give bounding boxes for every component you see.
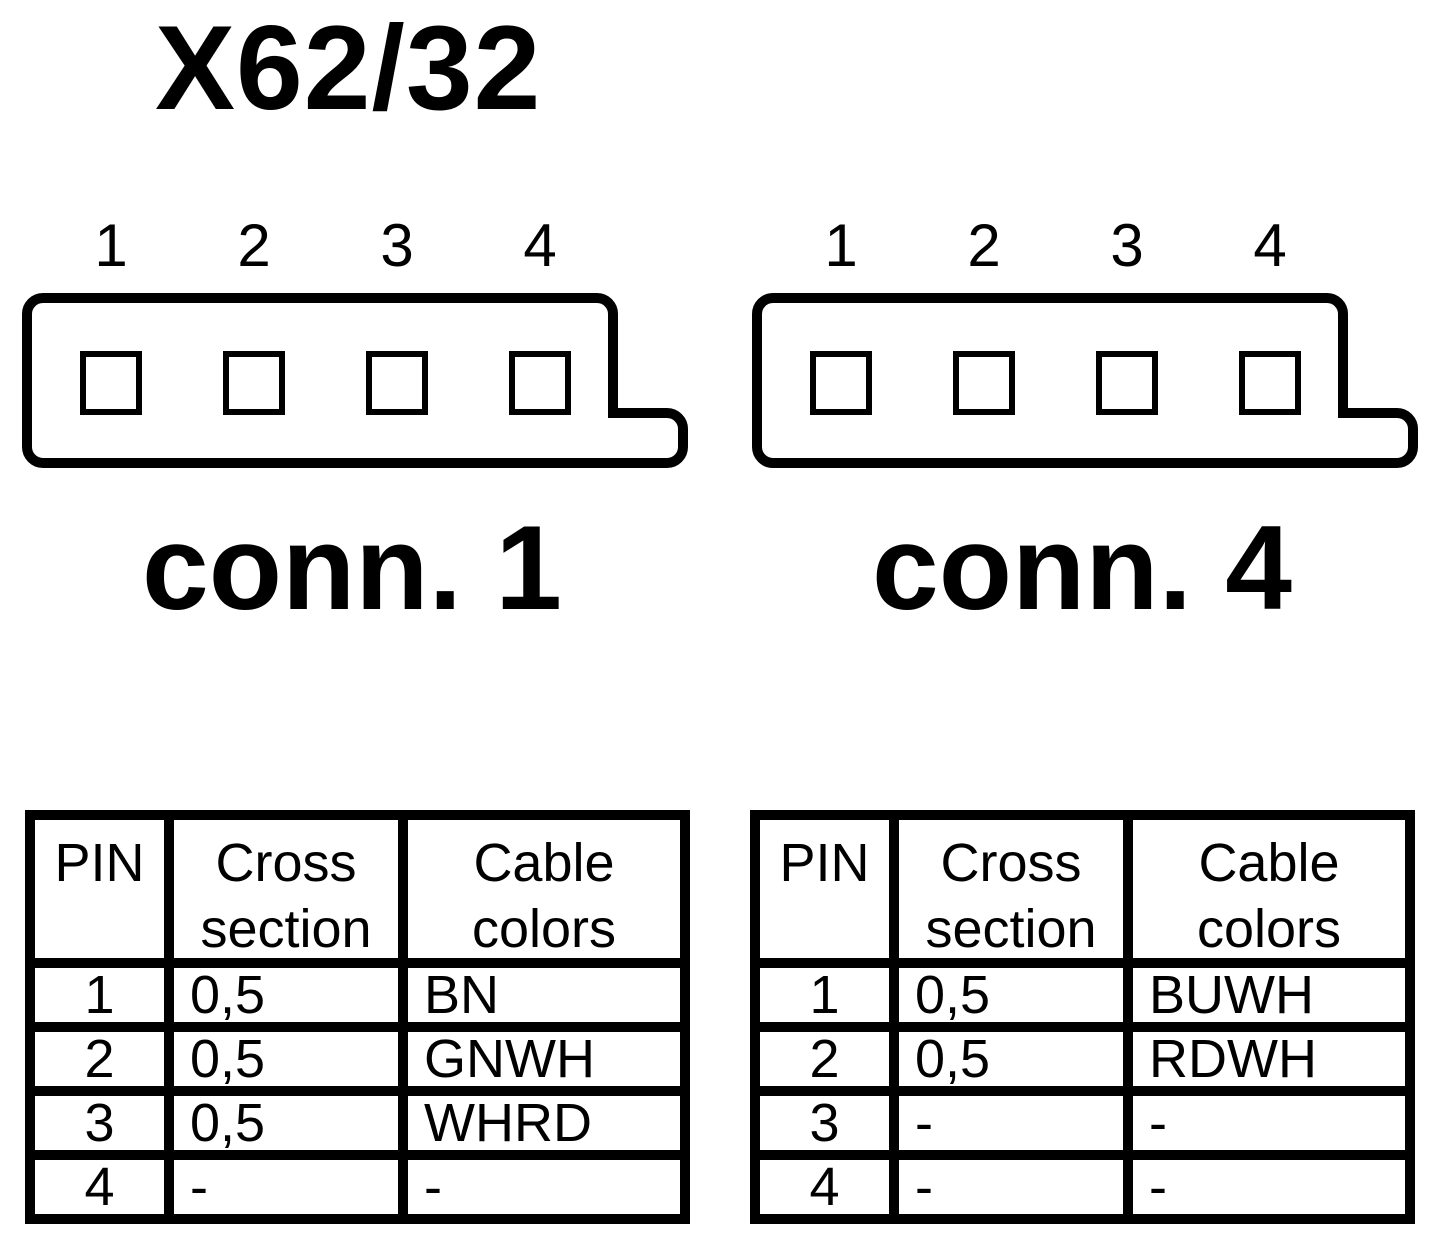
cross-header-line2: section: [925, 899, 1097, 958]
pin-number-cell: 4: [760, 1160, 889, 1214]
pin-number-cell: 2: [35, 1032, 164, 1086]
connector-4-pin-3-label: 3: [1110, 212, 1144, 279]
pin-header-text: PIN: [779, 833, 870, 893]
cable-colors-column-header: Cable colors: [408, 820, 680, 958]
pin-header-text: PIN: [54, 833, 145, 893]
pin-number-cell: 1: [760, 968, 889, 1022]
connector-4-pin-2-label: 2: [967, 212, 1001, 279]
pin-column-header: PIN: [760, 820, 889, 958]
cable-color-cell: BN: [408, 968, 680, 1022]
connector-4-pin-1-label: 1: [824, 212, 858, 279]
cross-section-cell: 0,5: [174, 968, 398, 1022]
page-title: X62/32: [155, 1, 542, 135]
connector-1-pin-1-label: 1: [94, 212, 128, 279]
cross-header-line2: section: [200, 899, 372, 958]
connector-1-pin-2-slot: [223, 351, 285, 415]
connector-1-pin-table: PIN Cross section Cable colors 1 0,5 BN …: [25, 810, 690, 1224]
cable-colors-column-header: Cable colors: [1133, 820, 1405, 958]
connector-4-pin-2-slot: [953, 351, 1015, 415]
connector-1-pin-3-label: 3: [380, 212, 414, 279]
cable-color-cell: -: [1133, 1096, 1405, 1150]
cable-color-cell: -: [408, 1160, 680, 1214]
cable-color-cell: -: [1133, 1160, 1405, 1214]
cross-header-line1: Cross: [940, 833, 1082, 893]
cross-section-cell: 0,5: [174, 1032, 398, 1086]
pin-number-cell: 2: [760, 1032, 889, 1086]
cross-section-cell: -: [899, 1160, 1123, 1214]
cross-section-column-header: Cross section: [174, 820, 398, 958]
pin-number-cell: 4: [35, 1160, 164, 1214]
cross-section-cell: 0,5: [174, 1096, 398, 1150]
cross-section-cell: 0,5: [899, 1032, 1123, 1086]
cross-header-line1: Cross: [215, 833, 357, 893]
pin-number-cell: 3: [35, 1096, 164, 1150]
pin-column-header: PIN: [35, 820, 164, 958]
connector-4-pin-1-slot: [810, 351, 872, 415]
connector-1-pin-1-slot: [80, 351, 142, 415]
connector-4-pin-4-slot: [1239, 351, 1301, 415]
cross-section-cell: 0,5: [899, 968, 1123, 1022]
cable-header-line2: colors: [471, 899, 617, 958]
cable-header-line1: Cable: [473, 833, 615, 893]
connector-1-pin-2-label: 2: [237, 212, 271, 279]
pin-number-cell: 3: [760, 1096, 889, 1150]
connector-1-housing-outline: [22, 293, 688, 468]
cable-color-cell: RDWH: [1133, 1032, 1405, 1086]
cross-section-cell: -: [174, 1160, 398, 1214]
connector-4-housing-outline: [752, 293, 1418, 468]
connector-1-pin-3-slot: [366, 351, 428, 415]
cable-header-line1: Cable: [1198, 833, 1340, 893]
connector-4-pin-table: PIN Cross section Cable colors 1 0,5 BUW…: [750, 810, 1415, 1224]
cross-section-cell: -: [899, 1096, 1123, 1150]
connector-4-caption: conn. 4: [871, 501, 1293, 635]
cable-color-cell: BUWH: [1133, 968, 1405, 1022]
connector-4-pin-4-label: 4: [1253, 212, 1287, 279]
connector-1-caption: conn. 1: [141, 501, 563, 635]
connector-1-pin-4-slot: [509, 351, 571, 415]
cable-header-line2: colors: [1196, 899, 1342, 958]
cross-section-column-header: Cross section: [899, 820, 1123, 958]
cable-color-cell: GNWH: [408, 1032, 680, 1086]
connector-4-pin-3-slot: [1096, 351, 1158, 415]
pin-number-cell: 1: [35, 968, 164, 1022]
cable-color-cell: WHRD: [408, 1096, 680, 1150]
connector-1-pin-4-label: 4: [523, 212, 557, 279]
